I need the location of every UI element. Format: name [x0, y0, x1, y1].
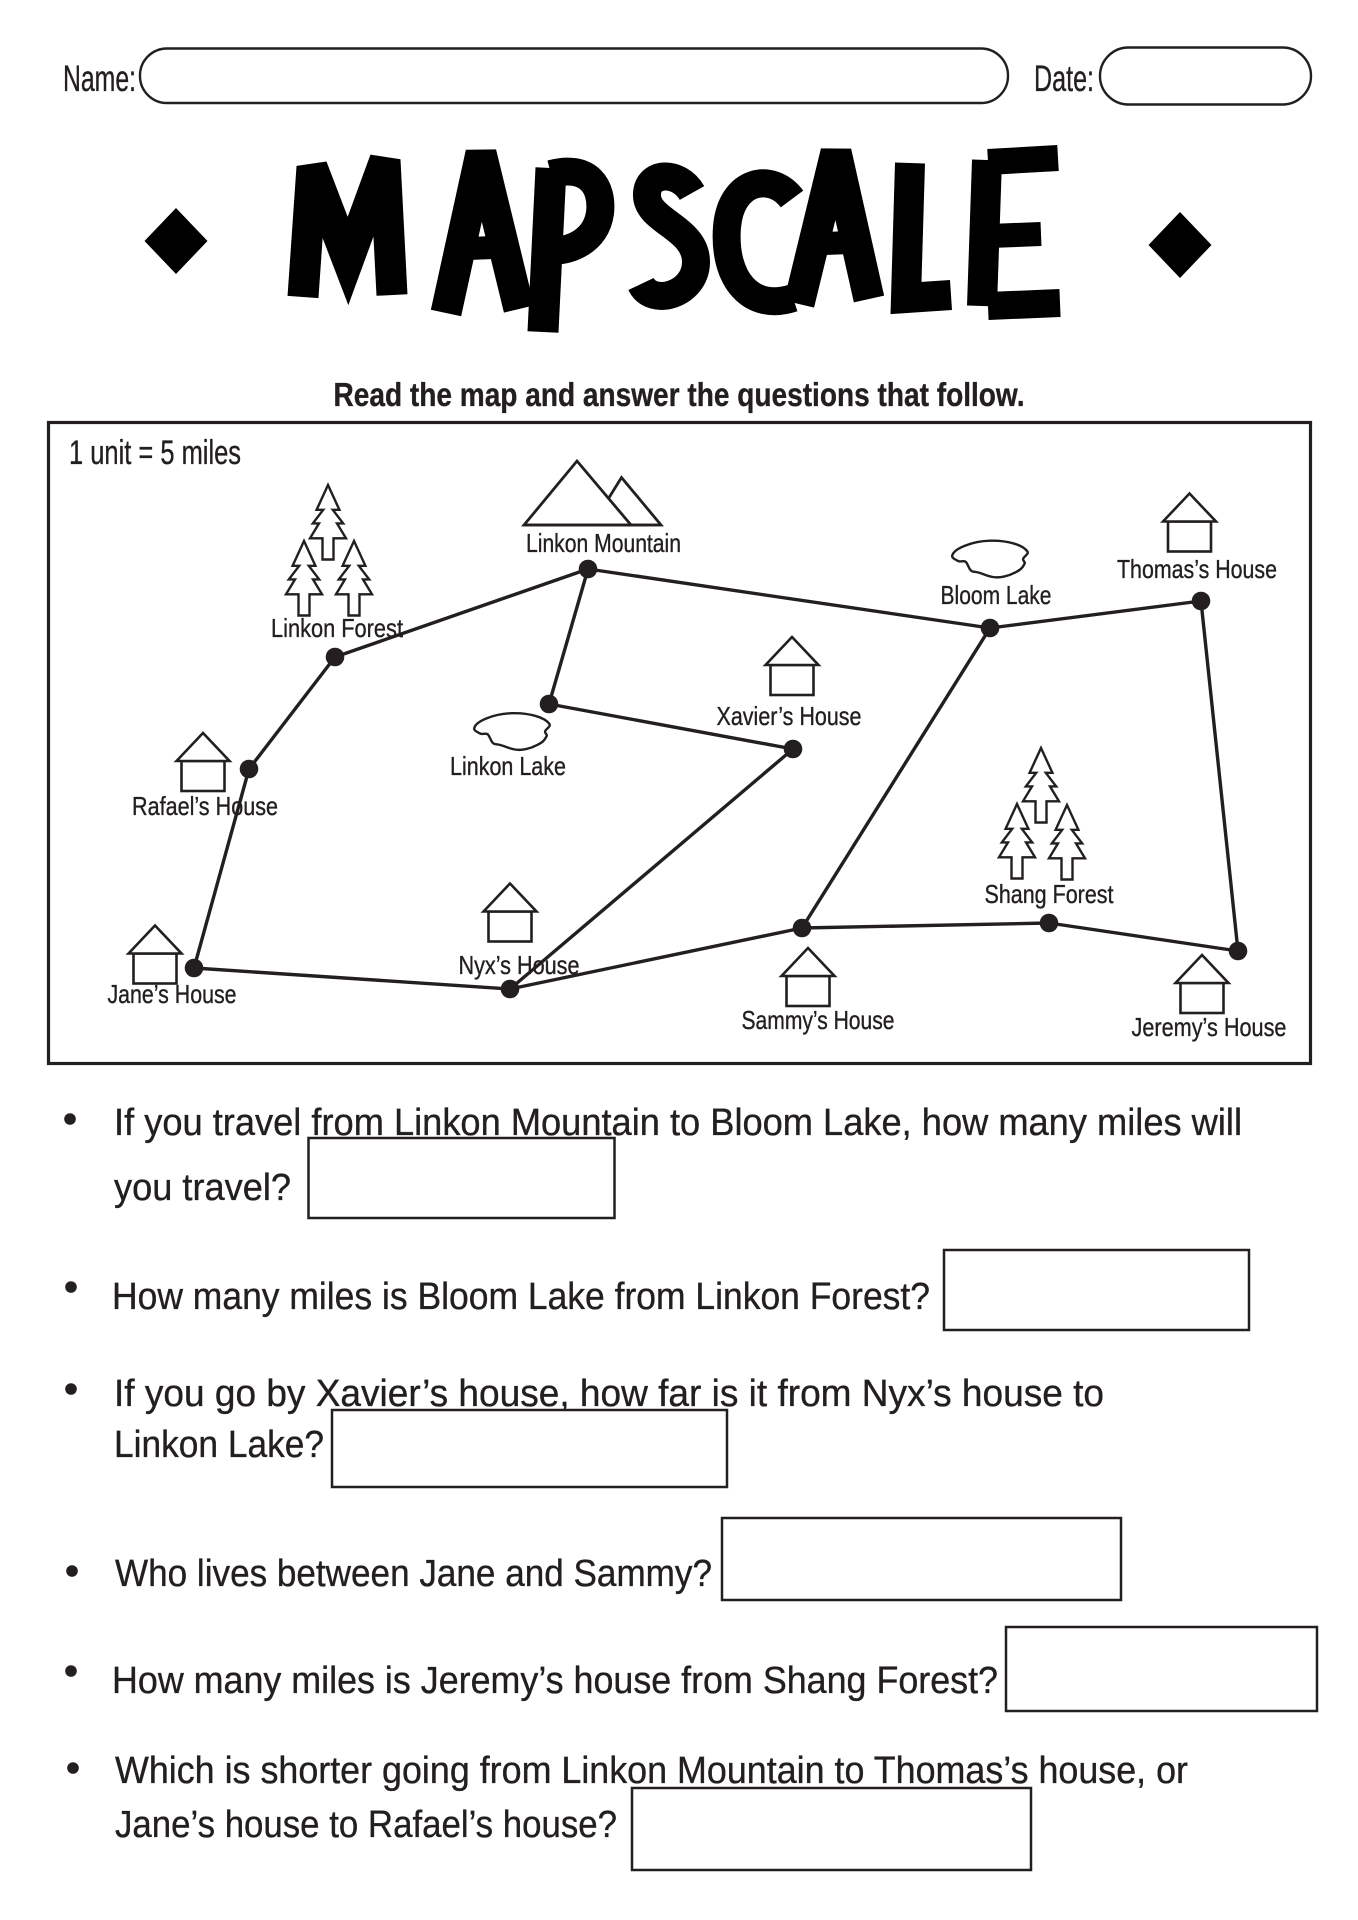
svg-text:Date:: Date: — [1034, 58, 1094, 99]
svg-text:Linkon Lake?: Linkon Lake? — [114, 1424, 324, 1466]
svg-text:If you travel from Linkon Moun: If you travel from Linkon Mountain to Bl… — [114, 1102, 1242, 1144]
svg-text:Xavier’s House: Xavier’s House — [717, 701, 862, 731]
svg-text:Jane’s house to Rafael’s house: Jane’s house to Rafael’s house? — [115, 1804, 617, 1846]
svg-text:Shang Forest: Shang Forest — [985, 879, 1115, 909]
svg-text:Bloom Lake: Bloom Lake — [941, 580, 1052, 610]
svg-text:Linkon Mountain: Linkon Mountain — [526, 528, 681, 558]
svg-text:Rafael’s House: Rafael’s House — [132, 791, 278, 821]
svg-text:Jeremy’s House: Jeremy’s House — [1132, 1012, 1287, 1042]
svg-text:Which is shorter going from Li: Which is shorter going from Linkon Mount… — [115, 1750, 1188, 1792]
svg-text:How many miles is Jeremy’s hou: How many miles is Jeremy’s house from Sh… — [112, 1660, 998, 1702]
svg-text:Nyx’s House: Nyx’s House — [459, 950, 580, 980]
svg-text:Jane’s House: Jane’s House — [108, 979, 237, 1009]
svg-text:Linkon Forest: Linkon Forest — [271, 613, 404, 643]
svg-text:How many miles is Bloom Lake f: How many miles is Bloom Lake from Linkon… — [112, 1276, 930, 1318]
svg-text:Linkon Lake: Linkon Lake — [450, 751, 566, 781]
svg-text:you travel?: you travel? — [114, 1167, 291, 1209]
svg-text:Sammy’s House: Sammy’s House — [742, 1005, 895, 1035]
svg-text:Read the map and answer the qu: Read the map and answer the questions th… — [334, 376, 1025, 413]
svg-text:If you go by Xavier’s house, h: If you go by Xavier’s house, how far is … — [114, 1373, 1104, 1415]
svg-text:Name:: Name: — [63, 58, 136, 99]
svg-text:Who lives between Jane and Sam: Who lives between Jane and Sammy? — [115, 1553, 712, 1595]
svg-text:1 unit = 5 miles: 1 unit = 5 miles — [69, 434, 241, 472]
svg-text:Thomas’s House: Thomas’s House — [1117, 554, 1277, 584]
